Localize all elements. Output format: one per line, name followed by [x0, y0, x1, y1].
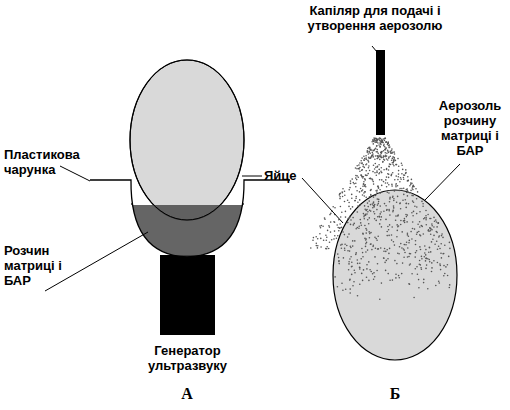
- leader-line: [60, 166, 90, 181]
- egg-outline: [130, 60, 244, 220]
- panel-letter: Б: [380, 386, 410, 401]
- capillary: [376, 50, 385, 135]
- aerosol: [310, 137, 451, 300]
- part-label: Яйце: [264, 168, 309, 183]
- solution: [120, 203, 260, 263]
- part-label: Пластикова чарунка: [4, 147, 134, 177]
- part-label: Аерозоль розчину матриці і БАР: [432, 98, 508, 158]
- leader-line: [372, 46, 377, 52]
- leader-line: [425, 164, 460, 200]
- panel-letter: А: [172, 386, 202, 401]
- plastic-cell: [90, 180, 290, 257]
- leader-line: [242, 176, 262, 177]
- egg: [130, 60, 244, 220]
- leader-line: [302, 178, 343, 223]
- part-label: Капіляр для подачі і утворення аерозолю: [290, 3, 460, 33]
- egg: [333, 190, 457, 360]
- part-label: Розчин матриці і БАР: [4, 243, 84, 288]
- part-label: Генератор ультразвуку: [120, 343, 255, 373]
- ultrasound-generator: [160, 255, 215, 335]
